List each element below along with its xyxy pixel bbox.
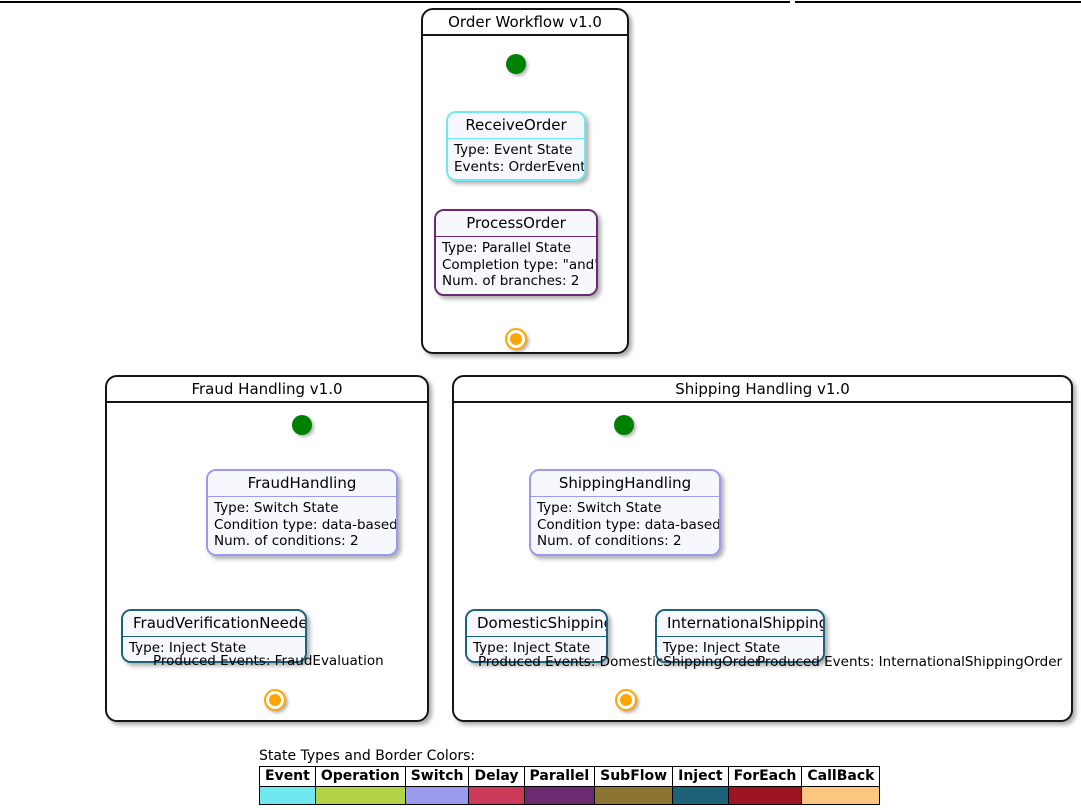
node-process-order-separator bbox=[436, 236, 596, 237]
start-marker-shipping-handling bbox=[614, 415, 634, 435]
node-receive-order-separator bbox=[448, 138, 584, 139]
node-fraud-verification-needed-line-0: Type: Inject State bbox=[129, 640, 247, 656]
node-fraud-handling-switch[interactable]: FraudHandling Type: Switch State Conditi… bbox=[206, 469, 398, 556]
node-receive-order-line-1: Events: OrderEvent bbox=[454, 158, 586, 175]
node-process-order-name: ProcessOrder bbox=[436, 211, 596, 236]
legend-header-operation: Operation bbox=[314, 766, 406, 787]
legend-header-row: Event Operation Switch Delay Parallel Su… bbox=[259, 766, 881, 787]
legend-swatch-switch bbox=[404, 786, 470, 805]
end-marker-shipping-handling bbox=[615, 689, 637, 711]
node-fraud-handling-switch-name: FraudHandling bbox=[208, 471, 396, 496]
node-shipping-handling-switch-name: ShippingHandling bbox=[531, 471, 719, 496]
end-marker-fraud-handling bbox=[264, 689, 286, 711]
node-shipping-handling-switch-separator bbox=[531, 496, 719, 497]
node-fraud-handling-switch-line-0: Type: Switch State bbox=[214, 500, 339, 516]
legend-swatch-parallel bbox=[523, 786, 596, 805]
node-fraud-verification-needed[interactable]: FraudVerificationNeeded Type: Inject Sta… bbox=[121, 609, 307, 663]
start-marker-order-workflow bbox=[506, 54, 526, 74]
legend-header-inject: Inject bbox=[672, 766, 729, 787]
panel-order-workflow[interactable]: Order Workflow v1.0 ReceiveOrder Type: E… bbox=[421, 8, 629, 354]
node-international-shipping-name: InternationalShipping bbox=[657, 611, 823, 636]
top-rule-right bbox=[795, 1, 1081, 3]
node-receive-order-line-0: Type: Event State bbox=[454, 142, 573, 158]
panel-body-fraud-handling: FraudHandling Type: Switch State Conditi… bbox=[107, 403, 427, 720]
edge-label-international-shipping-order: Produced Events: InternationalShippingOr… bbox=[757, 654, 1063, 670]
node-fraud-handling-switch-line-2: Num. of conditions: 2 bbox=[214, 533, 359, 549]
legend-header-switch: Switch bbox=[404, 766, 470, 787]
node-process-order-line-0: Type: Parallel State bbox=[442, 240, 572, 256]
legend: State Types and Border Colors: Event Ope… bbox=[259, 748, 881, 805]
node-international-shipping[interactable]: InternationalShipping Type: Inject State bbox=[655, 609, 825, 663]
panel-title-fraud-handling: Fraud Handling v1.0 bbox=[107, 377, 427, 403]
node-fraud-handling-switch-separator bbox=[208, 496, 396, 497]
panel-title-shipping-handling: Shipping Handling v1.0 bbox=[454, 377, 1071, 403]
node-receive-order-name: ReceiveOrder bbox=[448, 113, 584, 138]
legend-header-subflow: SubFlow bbox=[594, 766, 674, 787]
node-international-shipping-line-0: Type: Inject State bbox=[663, 640, 781, 656]
node-process-order-line-1: Completion type: "and" bbox=[442, 256, 598, 273]
node-fraud-verification-needed-name: FraudVerificationNeeded bbox=[123, 611, 305, 636]
legend-swatch-event bbox=[259, 786, 316, 805]
node-process-order-body: Type: Parallel State Completion type: "a… bbox=[436, 237, 596, 294]
panel-body-order-workflow: ReceiveOrder Type: Event State Events: O… bbox=[423, 36, 627, 352]
legend-header-delay: Delay bbox=[468, 766, 525, 787]
node-domestic-shipping-body: Type: Inject State bbox=[467, 637, 606, 661]
node-receive-order-body: Type: Event State Events: OrderEvent bbox=[448, 139, 584, 179]
legend-caption: State Types and Border Colors: bbox=[259, 748, 476, 764]
node-shipping-handling-switch[interactable]: ShippingHandling Type: Switch State Cond… bbox=[529, 469, 721, 556]
panel-shipping-handling[interactable]: Shipping Handling v1.0 ShippingHandling … bbox=[452, 375, 1073, 722]
node-fraud-verification-needed-separator bbox=[123, 636, 305, 637]
panel-fraud-handling[interactable]: Fraud Handling v1.0 FraudHandling Type: … bbox=[105, 375, 429, 722]
node-domestic-shipping-line-0: Type: Inject State bbox=[473, 640, 591, 656]
legend-swatch-row bbox=[259, 786, 881, 805]
node-fraud-handling-switch-line-1: Condition type: data-based bbox=[214, 516, 398, 533]
node-domestic-shipping-name: DomesticShipping bbox=[467, 611, 606, 636]
legend-header-foreach: ForEach bbox=[727, 766, 803, 787]
legend-header-event: Event bbox=[259, 766, 316, 787]
legend-swatch-callback bbox=[801, 786, 881, 805]
node-process-order[interactable]: ProcessOrder Type: Parallel State Comple… bbox=[434, 209, 598, 296]
end-marker-order-workflow bbox=[505, 328, 527, 350]
node-international-shipping-body: Type: Inject State bbox=[657, 637, 823, 661]
legend-swatch-operation bbox=[314, 786, 406, 805]
top-rule-left bbox=[0, 1, 790, 3]
legend-swatch-inject bbox=[672, 786, 729, 805]
node-shipping-handling-switch-line-1: Condition type: data-based bbox=[537, 516, 721, 533]
legend-swatch-foreach bbox=[727, 786, 803, 805]
legend-swatch-delay bbox=[468, 786, 525, 805]
node-fraud-handling-switch-body: Type: Switch State Condition type: data-… bbox=[208, 497, 396, 554]
node-domestic-shipping-separator bbox=[467, 636, 606, 637]
edge-label-domestic-shipping-order: Produced Events: DomesticShippingOrder bbox=[478, 654, 761, 670]
node-process-order-line-2: Num. of branches: 2 bbox=[442, 273, 580, 289]
node-receive-order[interactable]: ReceiveOrder Type: Event State Events: O… bbox=[446, 111, 586, 181]
node-international-shipping-separator bbox=[657, 636, 823, 637]
panel-body-shipping-handling: ShippingHandling Type: Switch State Cond… bbox=[454, 403, 1071, 720]
legend-header-parallel: Parallel bbox=[523, 766, 596, 787]
node-domestic-shipping[interactable]: DomesticShipping Type: Inject State bbox=[465, 609, 608, 663]
start-marker-fraud-handling bbox=[292, 415, 312, 435]
panel-title-order-workflow: Order Workflow v1.0 bbox=[423, 10, 627, 36]
legend-swatch-subflow bbox=[594, 786, 674, 805]
node-shipping-handling-switch-line-0: Type: Switch State bbox=[537, 500, 662, 516]
legend-table: Event Operation Switch Delay Parallel Su… bbox=[259, 766, 881, 805]
legend-header-callback: CallBack bbox=[801, 766, 881, 787]
edge-label-fraud-evaluation: Produced Events: FraudEvaluation bbox=[153, 653, 384, 669]
node-fraud-verification-needed-body: Type: Inject State bbox=[123, 637, 305, 661]
node-shipping-handling-switch-body: Type: Switch State Condition type: data-… bbox=[531, 497, 719, 554]
node-shipping-handling-switch-line-2: Num. of conditions: 2 bbox=[537, 533, 682, 549]
